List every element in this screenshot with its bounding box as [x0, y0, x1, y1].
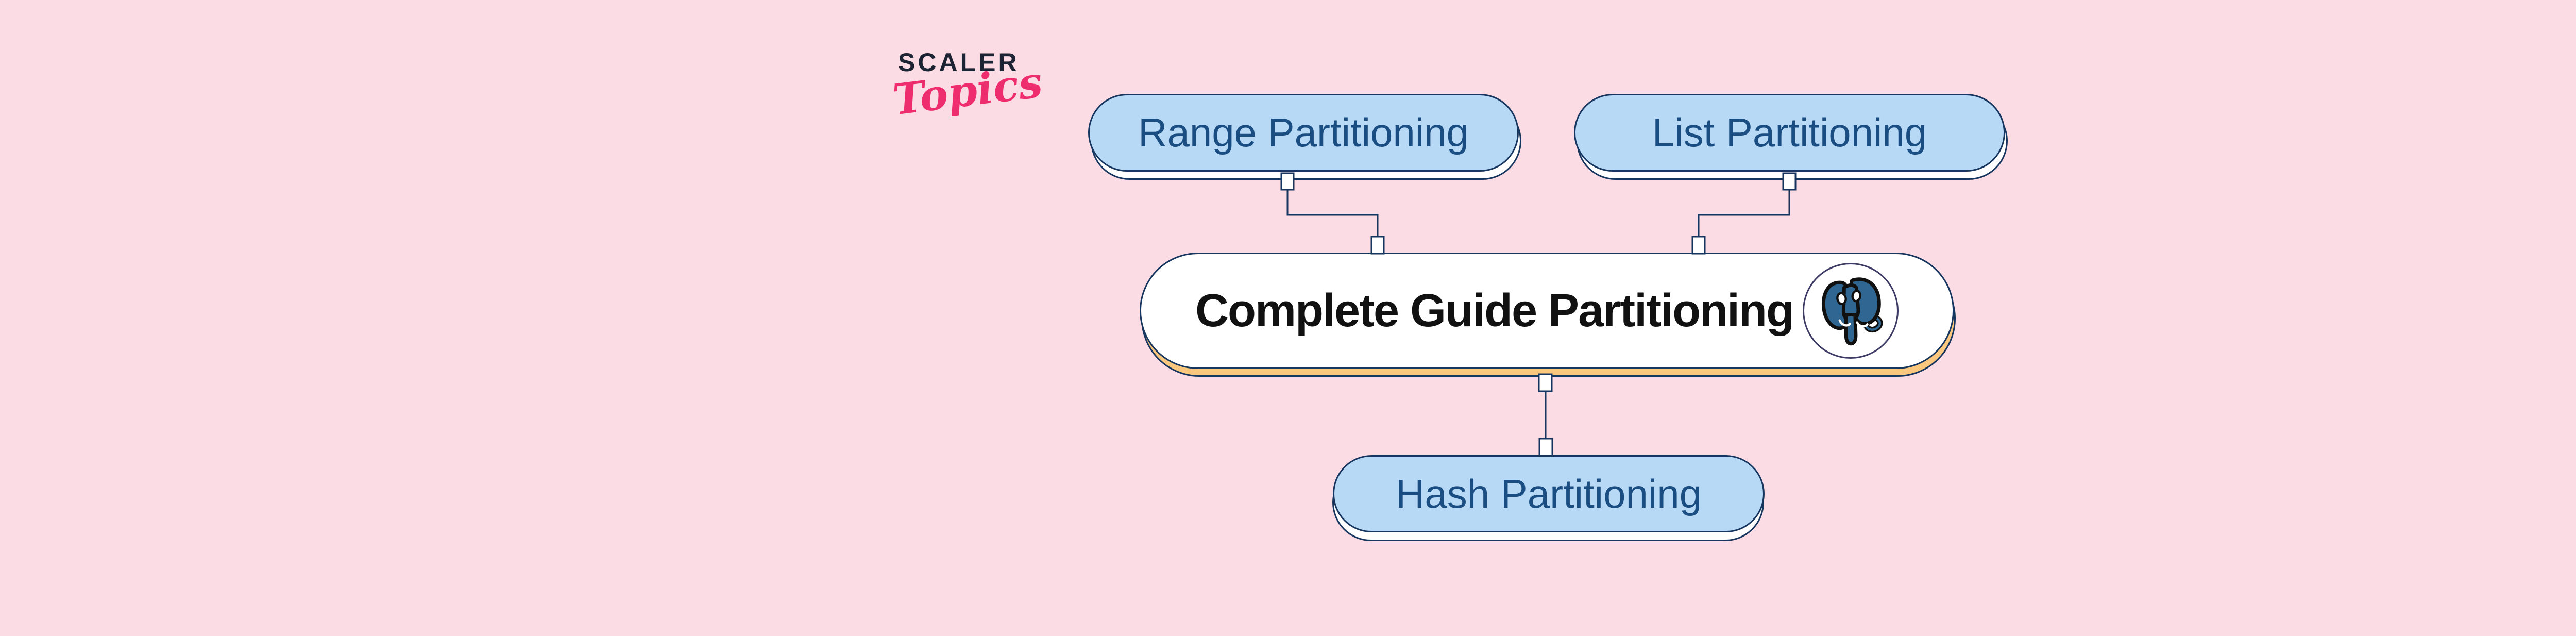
node-hash-partitioning: Hash Partitioning — [1332, 455, 1765, 541]
node-complete-guide-partitioning: Complete Guide Partitioning — [1140, 253, 1956, 377]
connector-port — [1691, 236, 1706, 255]
node-range-partitioning: Range Partitioning — [1088, 94, 1521, 180]
postgresql-elephant-icon — [1822, 277, 1883, 346]
connector-range-to-center — [1286, 186, 1379, 242]
node-label: List Partitioning — [1652, 110, 1927, 155]
scaler-topics-logo: SCALER Topics — [890, 48, 1045, 125]
connector-port — [1370, 236, 1385, 255]
postgresql-logo-badge — [1803, 263, 1899, 359]
logo-brand-text: SCALER — [898, 48, 1020, 77]
node-label: Complete Guide Partitioning — [1195, 284, 1794, 337]
node-list-partitioning: List Partitioning — [1574, 94, 2008, 180]
connector-port — [1538, 438, 1553, 457]
node-face: Complete Guide Partitioning — [1140, 253, 1954, 369]
node-face: Hash Partitioning — [1333, 455, 1765, 532]
node-label: Range Partitioning — [1138, 110, 1469, 155]
node-face: List Partitioning — [1574, 94, 2005, 172]
node-face: Range Partitioning — [1088, 94, 1519, 172]
connector-list-to-center — [1698, 186, 1790, 242]
node-label: Hash Partitioning — [1396, 471, 1702, 516]
